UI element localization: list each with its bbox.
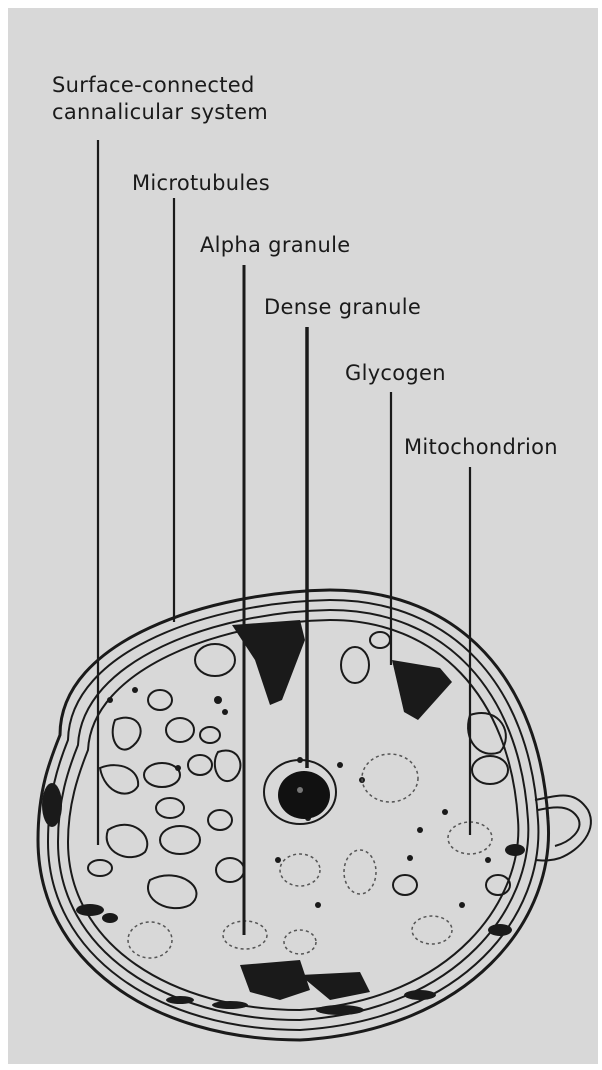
- label-canalicular-line2: cannalicular system: [52, 99, 268, 126]
- label-canalicular-system: Surface-connected cannalicular system: [52, 72, 268, 126]
- canalicular-system: [88, 632, 510, 908]
- label-alpha-granule: Alpha granule: [200, 232, 351, 259]
- label-canalicular-line1: Surface-connected: [52, 72, 268, 99]
- label-microtubules: Microtubules: [132, 170, 270, 197]
- dense-granule-shape: [264, 760, 336, 824]
- leader-lines: [98, 140, 470, 935]
- label-glycogen: Glycogen: [345, 360, 446, 387]
- label-dense-granule: Dense granule: [264, 294, 421, 321]
- label-mitochondrion: Mitochondrion: [404, 434, 558, 461]
